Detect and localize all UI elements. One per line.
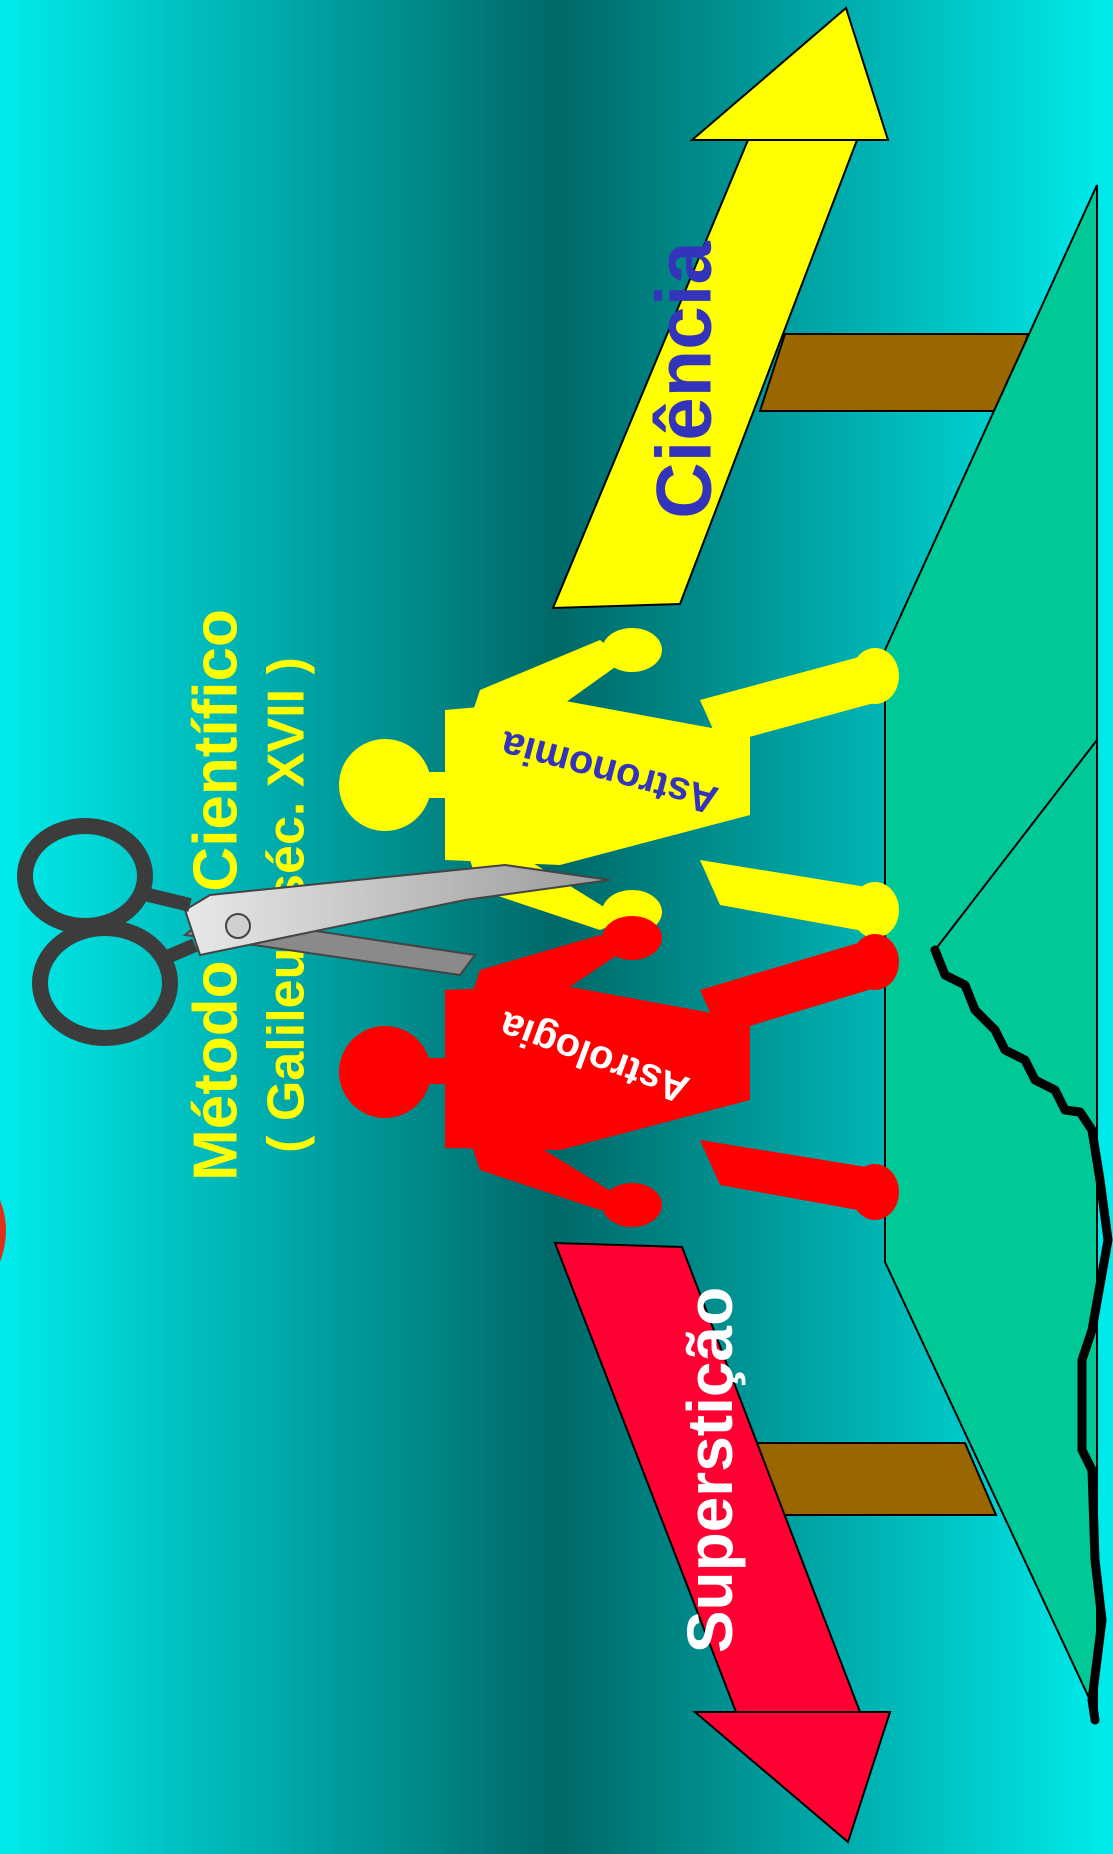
astronomy-figure: Astronomia — [339, 628, 899, 938]
post-bottom — [753, 1442, 998, 1516]
superstition-arrow: Superstição — [553, 1241, 892, 1844]
science-arrow-label: Ciência — [640, 241, 728, 519]
astrology-figure: Astrologia — [339, 916, 899, 1227]
science-arrow: Ciência — [551, 6, 890, 610]
superstition-arrow-label: Superstição — [674, 1287, 746, 1653]
red-edge-shape — [0, 1200, 6, 1262]
crack-line — [930, 945, 1113, 1725]
scissors-icon — [17, 818, 611, 1046]
post-top — [758, 333, 1030, 412]
platform-edge-line — [934, 739, 1098, 951]
